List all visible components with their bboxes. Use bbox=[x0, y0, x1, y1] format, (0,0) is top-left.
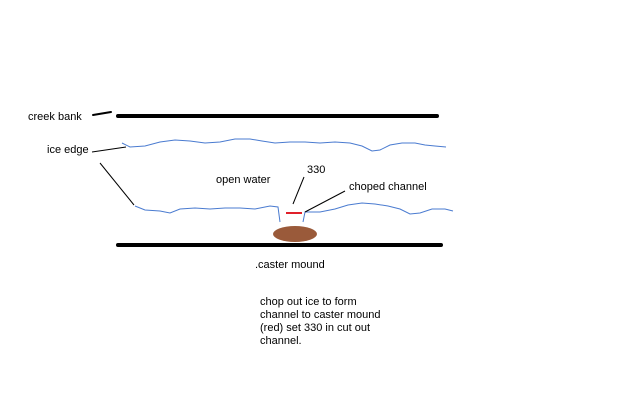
trap-leader bbox=[292, 176, 305, 205]
lower-ice-edge bbox=[134, 205, 281, 223]
upper-ice-edge bbox=[121, 138, 447, 152]
instructions-text: chop out ice to form channel to caster m… bbox=[260, 296, 410, 348]
channel-leader bbox=[304, 190, 346, 213]
ice-edge-label: ice edge bbox=[47, 144, 89, 156]
creek-bank-label: creek bank bbox=[28, 111, 82, 123]
ice-edge-leader-lower bbox=[99, 162, 135, 206]
choped-channel-label: choped channel bbox=[349, 181, 427, 193]
instructions-line-4: channel. bbox=[260, 335, 302, 347]
instructions-line-1: chop out ice to form bbox=[260, 296, 357, 308]
trap-number-label: 330 bbox=[307, 164, 326, 176]
creek-bank-leader bbox=[92, 111, 112, 116]
lower-ice-edge-right bbox=[302, 202, 454, 223]
instructions-line-3: (red) set 330 in cut out bbox=[260, 322, 371, 334]
caster-mound bbox=[273, 226, 317, 242]
ice-edge-leader-upper bbox=[91, 146, 127, 153]
instructions-line-2: channel to caster mound bbox=[260, 309, 381, 321]
caster-mound-label: .caster mound bbox=[255, 259, 325, 271]
open-water-label: open water bbox=[216, 174, 271, 186]
